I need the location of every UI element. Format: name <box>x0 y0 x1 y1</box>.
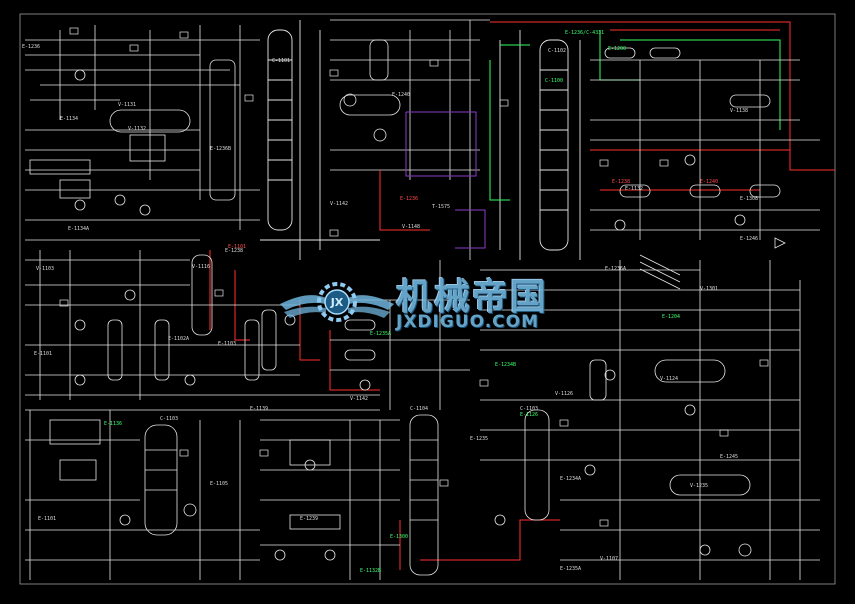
equipment-label-14: E-1102A <box>168 336 189 342</box>
equipment-label-15: E-1103 <box>218 341 236 347</box>
equipment-label-37: E-1235A <box>560 566 581 572</box>
equipment-label-32: V-1301 <box>700 286 718 292</box>
drawing-frame <box>19 13 836 585</box>
equipment-label-38: E-1308 <box>740 196 758 202</box>
equipment-label-8: E-1238 <box>225 248 243 254</box>
red-label-3: E-1240 <box>700 179 718 185</box>
column-c1101 <box>260 20 380 260</box>
equipment-label-5: V-1132 <box>128 126 146 132</box>
green-label-3: C-1100 <box>545 78 563 84</box>
green-label-6: E-1234B <box>495 362 516 368</box>
equipment-label-11: V-1142 <box>330 201 348 207</box>
red-label-2: E-1238 <box>612 179 630 185</box>
green-label-5: E-1136 <box>104 421 122 427</box>
instrument-bubbles <box>59 27 769 527</box>
equipment-label-19: E-1235 <box>470 436 488 442</box>
equipment-label-1: E-1134 <box>60 116 78 122</box>
equipment-label-0: E-1236 <box>22 44 40 50</box>
equipment-label-9: E-1240 <box>392 92 410 98</box>
equipment-label-31: E-1239 <box>300 516 318 522</box>
left-middle-section <box>25 250 380 400</box>
center-lower-section <box>260 414 439 580</box>
right-top-exchangers <box>590 47 820 249</box>
red-label-1: E-1236 <box>400 196 418 202</box>
green-label-1: E-1200 <box>608 46 626 52</box>
equipment-label-28: E-1105 <box>210 481 228 487</box>
column-c1102 <box>499 30 581 260</box>
green-label-4: E-1204 <box>662 314 680 320</box>
equipment-label-22: V-1103 <box>36 266 54 272</box>
equipment-label-group: E-1236E-1134V-1131C-1101E-1134AV-1132E-1… <box>22 44 758 572</box>
green-label-group: E-1236/C-4331E-1200E-1235AC-1100E-1204E-… <box>104 30 680 574</box>
equipment-label-25: V-1235 <box>690 483 708 489</box>
left-upper-section <box>25 25 260 241</box>
equipment-label-20: V-1116 <box>192 264 210 270</box>
equipment-label-27: C-1103 <box>520 406 538 412</box>
equipment-label-10: C-1102 <box>548 48 566 54</box>
equipment-label-6: E-1236B <box>210 146 231 152</box>
equipment-label-13: E-1101 <box>34 351 52 357</box>
equipment-label-4: E-1134A <box>68 226 89 232</box>
red-label-0: E-1101 <box>228 244 246 250</box>
equipment-label-30: C-1104 <box>410 406 428 412</box>
equipment-label-29: V-1124 <box>660 376 678 382</box>
equipment-label-33: E-1101 <box>38 516 56 522</box>
purple-highlight-loop <box>405 111 486 249</box>
equipment-label-39: V-1138 <box>730 108 748 114</box>
right-middle-section <box>480 254 820 580</box>
red-label-group: E-1101 E-1236 E-1238 E-1240 <box>228 179 718 250</box>
equipment-label-17: V-1126 <box>555 391 573 397</box>
center-top-section <box>330 19 490 260</box>
green-label-7: E-1300 <box>390 534 408 540</box>
equipment-label-18: C-1103 <box>160 416 178 422</box>
equipment-label-24: E-1236A <box>605 266 626 272</box>
equipment-label-2: V-1131 <box>118 102 136 108</box>
equipment-label-7: T-1575 <box>432 204 450 210</box>
green-label-8: E-1126 <box>520 412 538 418</box>
equipment-label-23: E-1139 <box>250 406 268 412</box>
green-label-0: E-1236/C-4331 <box>565 30 604 36</box>
equipment-label-35: E-1234A <box>560 476 581 482</box>
green-label-9: E-1132B <box>360 568 381 574</box>
equipment-label-36: V-1107 <box>600 556 618 562</box>
equipment-label-3: C-1101 <box>272 58 290 64</box>
equipment-label-26: E-1245 <box>720 454 738 460</box>
left-lower-section <box>25 409 380 580</box>
equipment-label-34: E-1132 <box>625 186 643 192</box>
equipment-label-21: E-1246 <box>740 236 758 242</box>
equipment-label-12: V-1148 <box>402 224 420 230</box>
green-label-2: E-1235A <box>370 331 391 337</box>
equipment-label-16: V-1142 <box>350 396 368 402</box>
